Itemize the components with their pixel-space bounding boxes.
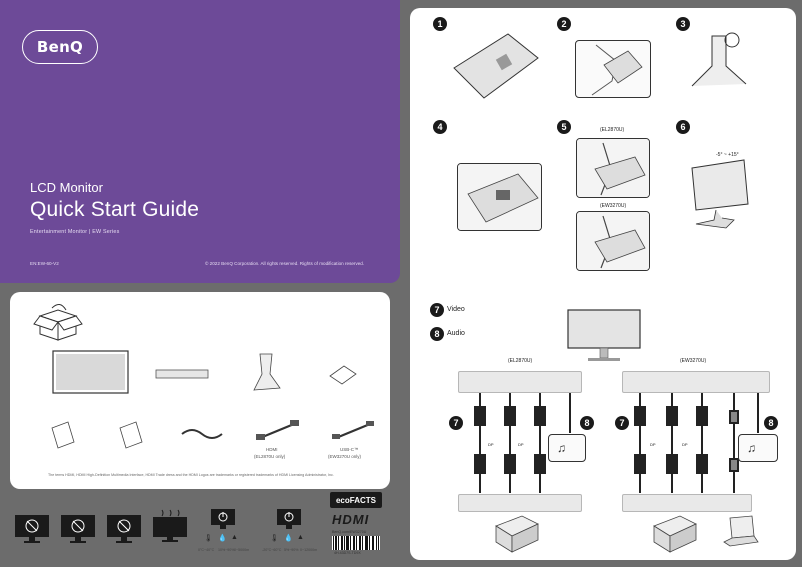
storage-altitude-icon: ▲: [297, 534, 304, 541]
no-liquid-icon: [61, 515, 95, 543]
product-url: BenQ.com/EW3270U: [332, 530, 367, 534]
laptop-icon: [723, 515, 759, 547]
left-pc-port-panel: [458, 494, 582, 512]
guide-title: Quick Start Guide: [30, 198, 200, 221]
step-5-badge: 5: [557, 120, 571, 134]
right-model-label: (EW3270U): [680, 358, 707, 364]
step-1-badge: 1: [433, 17, 447, 31]
step-3-stand-attach-illustration: [691, 32, 747, 87]
left-audio-badge: 8: [580, 416, 594, 430]
monitor-item-icon: [52, 350, 129, 394]
right-monitor-port-panel: [622, 371, 770, 393]
right-audio-badge: 8: [764, 416, 778, 430]
step-2-illustration: [575, 40, 651, 98]
left-cable-diagram: [474, 393, 571, 493]
storage-humidity: 5%~90%: [284, 548, 299, 552]
video-badge: 7: [430, 303, 444, 317]
booklet-icon: [329, 365, 357, 385]
video-label: Video: [447, 306, 465, 313]
hdmi-logo: HDMI: [332, 512, 370, 527]
storage-temp: -20°C~60°C: [262, 548, 282, 552]
speaker-icon: ♫: [557, 441, 566, 455]
heat-warning-icon: [153, 509, 187, 542]
step-5-bottom-illustration: [576, 211, 650, 271]
doc-code: EN:EW-60-V2: [30, 261, 59, 266]
no-direct-sunlight-icon: [15, 515, 49, 543]
humidity-icon: 💧: [218, 535, 227, 542]
copyright-line: © 2022 BenQ Corporation. All rights rese…: [205, 261, 365, 266]
tilt-range-label: -5° ~ +15°: [716, 152, 739, 158]
right-cable-2-label: DP: [682, 442, 688, 447]
right-desktop-pc-icon: [653, 515, 697, 553]
left-video-badge: 7: [449, 416, 463, 430]
storage-humidity-icon: 💧: [284, 535, 293, 542]
right-video-badge: 7: [615, 416, 629, 430]
hdmi-cable-title: HDMI: [266, 447, 278, 452]
step-5-top-model: (EL2870U): [600, 127, 625, 133]
usb-c-cable-icon: [332, 421, 374, 440]
power-on-monitor-icon: [211, 509, 235, 529]
power-off-monitor-icon: [277, 509, 301, 529]
altitude-icon: ▲: [231, 534, 238, 541]
monitor-front-illustration: [567, 309, 641, 361]
step-6-tilt-illustration: [691, 159, 749, 229]
step-5-top-illustration: [576, 138, 650, 198]
storage-thermometer-icon: 🌡: [270, 535, 279, 542]
care-warnings-strip: 🌡 💧 ▲ 0°C~40°C 10%~90% 0~5000m 🌡 💧 ▲ -20…: [14, 492, 384, 560]
step-1-monitor-facedown-illustration: [453, 33, 539, 99]
warranty-card-icon: [119, 421, 143, 449]
operating-temp: 0°C~40°C: [198, 548, 215, 552]
step-4-illustration: [457, 163, 542, 231]
right-cable-1-label: DP: [650, 442, 656, 447]
ecofacts-badge: ecoFACTS: [330, 492, 382, 508]
hdmi-trademark-notice: The terms HDMI, HDMI High-Definition Mul…: [48, 473, 334, 477]
left-monitor-port-panel: [458, 371, 582, 393]
barcode-number: 4H.43D7S.TD9X: [334, 551, 361, 555]
no-spray-icon: [107, 515, 141, 543]
left-model-label: (EL2870U): [508, 358, 533, 364]
product-type: LCD Monitor: [30, 180, 103, 195]
step-5-bottom-model: (EW3270U): [600, 203, 627, 209]
package-contents-panel: HDMI (EL2870U only) USB-C™ (EW3270U only…: [10, 292, 390, 489]
stand-base-icon: [155, 369, 209, 379]
left-cable-1-label: DP: [488, 442, 494, 447]
hdmi-cable-icon: [256, 420, 299, 440]
hdmi-cable-note: (EL2870U only): [254, 454, 286, 459]
left-cable-2-label: DP: [518, 442, 524, 447]
thermometer-icon: 🌡: [204, 535, 213, 542]
benq-logo: BenQ: [22, 30, 98, 64]
left-headphone-speaker-box: ♫: [548, 434, 586, 462]
right-headphone-speaker-box: ♫: [738, 434, 778, 462]
stand-icon: [253, 353, 281, 391]
audio-label: Audio: [447, 330, 465, 337]
audio-badge: 8: [430, 327, 444, 341]
step-6-badge: 6: [676, 120, 690, 134]
step-3-badge: 3: [676, 17, 690, 31]
operating-altitude: 0~5000m: [234, 548, 250, 552]
step-2-badge: 2: [557, 17, 571, 31]
right-speaker-icon: ♫: [747, 441, 756, 455]
barcode-icon: [332, 536, 380, 550]
right-cable-diagram: [634, 393, 759, 493]
power-cord-icon: [181, 429, 223, 439]
series-line: Entertainment Monitor | EW Series: [30, 229, 120, 235]
open-box-icon: [33, 304, 83, 341]
step-4-badge: 4: [433, 120, 447, 134]
right-pc-port-panel: [622, 494, 752, 512]
usb-c-cable-title: USB-C™: [340, 447, 359, 452]
storage-altitude: 0~12000m: [300, 548, 318, 552]
usb-c-cable-note: (EW3270U only): [328, 454, 362, 459]
left-desktop-pc-icon: [495, 515, 539, 553]
document-icon: [51, 421, 75, 449]
operating-humidity: 10%~90%: [218, 548, 235, 552]
cover-panel: BenQ LCD Monitor Quick Start Guide Enter…: [0, 0, 400, 283]
